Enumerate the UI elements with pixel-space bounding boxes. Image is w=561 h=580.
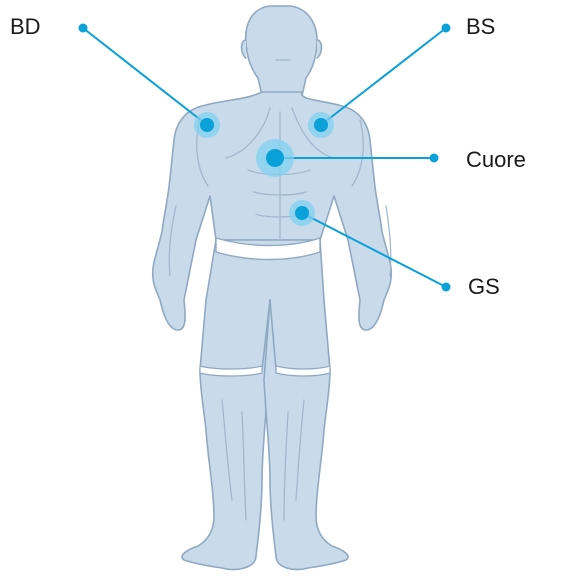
human-body-front-icon (153, 6, 392, 570)
gs-marker[interactable] (289, 200, 315, 226)
bs-marker[interactable] (308, 112, 334, 138)
bs-label: BS (466, 16, 495, 38)
bd-leader-line (83, 28, 207, 125)
gs-end-dot (442, 283, 451, 292)
gs-label: GS (468, 276, 500, 298)
bs-leader-line (321, 28, 446, 125)
bd-label: BD (10, 16, 41, 38)
bd-marker[interactable] (194, 112, 220, 138)
cuore-marker[interactable] (256, 139, 294, 177)
cuore-end-dot (430, 154, 439, 163)
bd-end-dot (79, 24, 88, 33)
bs-end-dot (442, 24, 451, 33)
cuore-label: Cuore (466, 149, 526, 171)
